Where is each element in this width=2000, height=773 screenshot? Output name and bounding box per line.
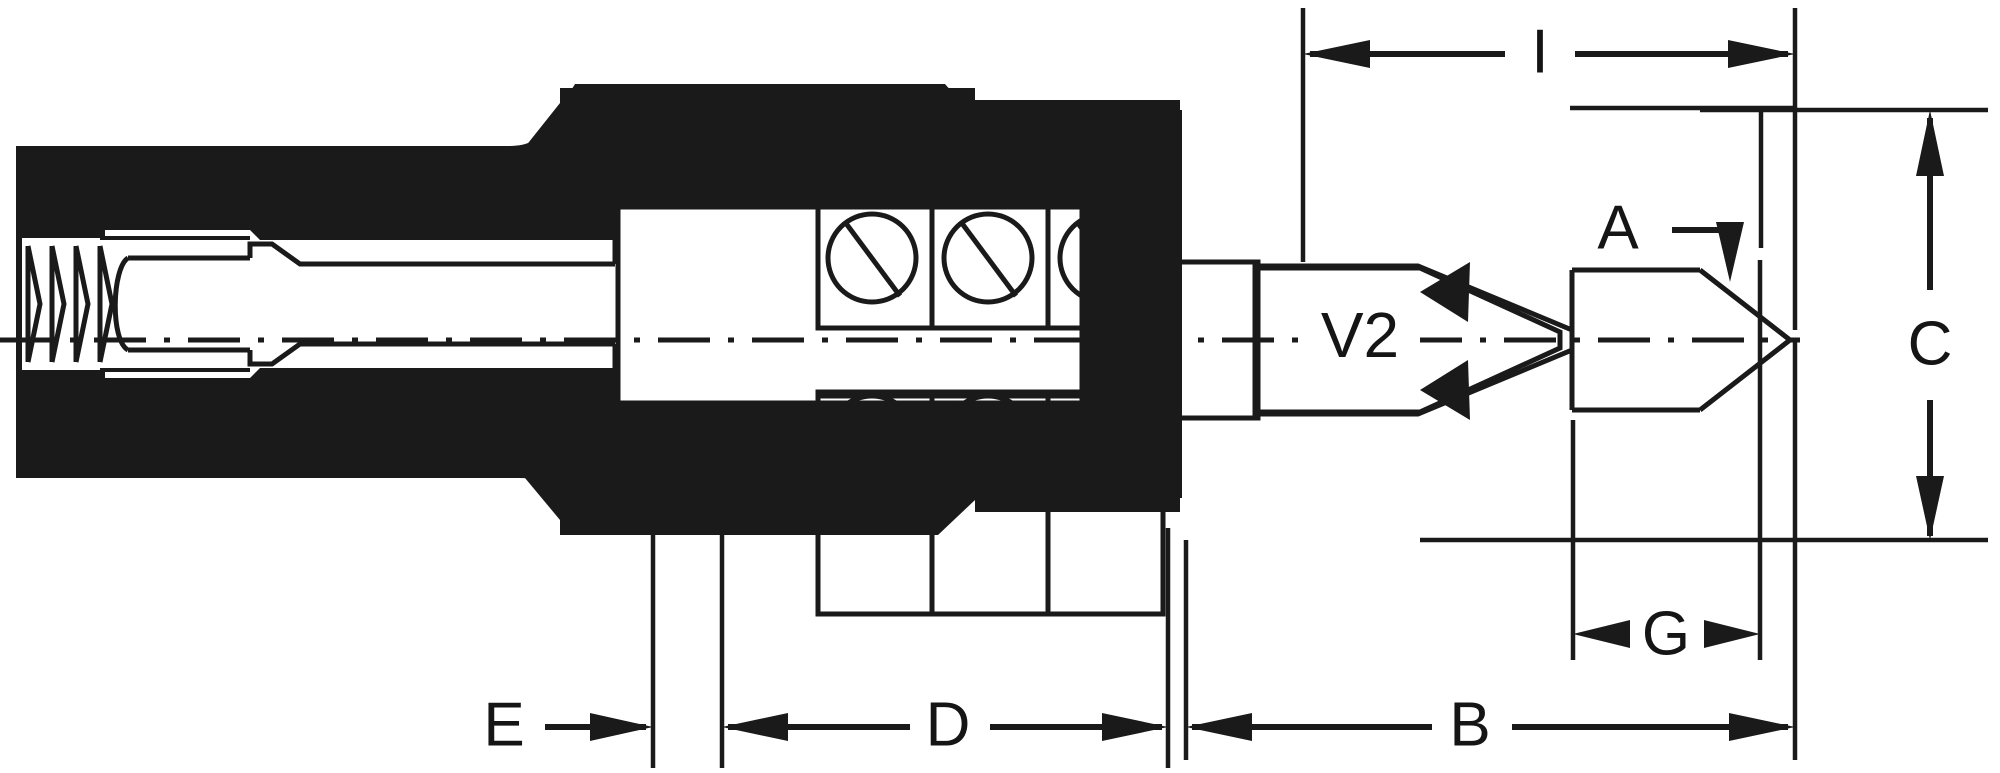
label-mask-C	[1896, 296, 1966, 400]
seal-block-upper	[1142, 196, 1180, 272]
spindle-hollow	[618, 207, 1082, 403]
spindle-tube-lower	[612, 344, 803, 414]
v2-arrow-upper	[1420, 262, 1470, 322]
arrow-C-down	[1916, 476, 1944, 540]
bore-mid-white	[100, 240, 640, 368]
point-cone-lower	[1258, 347, 1573, 417]
dimension-B: B	[1183, 340, 1798, 768]
label-mask-B	[1432, 690, 1512, 768]
dimension-G: G	[1570, 260, 1763, 668]
annotation-label-V2: V2	[1321, 299, 1399, 371]
bearing-divider-lines-lower	[815, 393, 1166, 487]
arrow-E-right	[590, 713, 653, 741]
label-mask-D	[910, 690, 990, 768]
label-mask-I	[1505, 18, 1575, 92]
dim-label-E: E	[483, 690, 524, 759]
arrow-G-right	[1704, 620, 1760, 648]
dim-label-A: A	[1597, 193, 1639, 262]
arrow-D-right	[1102, 713, 1168, 741]
shank-nose-round	[112, 255, 130, 353]
draw-bar-thread	[25, 245, 115, 363]
arrow-A-down	[1716, 222, 1744, 282]
annotation-V2: V2	[1300, 262, 1470, 420]
morse-taper-upper	[247, 241, 615, 267]
part-geometry	[0, 84, 1800, 617]
dim-label-G: G	[1642, 599, 1690, 668]
ball-bearing-upper-2	[941, 211, 1035, 305]
arrow-I-right	[1728, 40, 1795, 68]
thread-end-face	[16, 238, 22, 372]
arrow-G-left	[1573, 620, 1630, 648]
spindle-tube-upper	[612, 196, 803, 264]
dim-label-I: I	[1531, 17, 1548, 86]
point-cone-upper	[1258, 263, 1573, 333]
dimension-C: C	[1420, 107, 1988, 543]
morse-taper-lower	[247, 341, 615, 367]
seal-block-lower	[1142, 408, 1180, 484]
dimension-D: D	[719, 528, 1171, 768]
dim-label-C: C	[1908, 309, 1953, 378]
ball-bearing-upper-1	[825, 211, 919, 305]
dim-label-B: B	[1449, 690, 1490, 759]
dimension-E: E	[483, 528, 656, 768]
label-mask-V2	[1300, 300, 1420, 380]
dim-label-D: D	[926, 690, 971, 759]
arrow-C-up	[1916, 110, 1944, 176]
arrow-B-right	[1729, 713, 1795, 741]
dimension-I: I	[1300, 8, 1798, 330]
v2-arrow-lower	[1420, 360, 1470, 420]
